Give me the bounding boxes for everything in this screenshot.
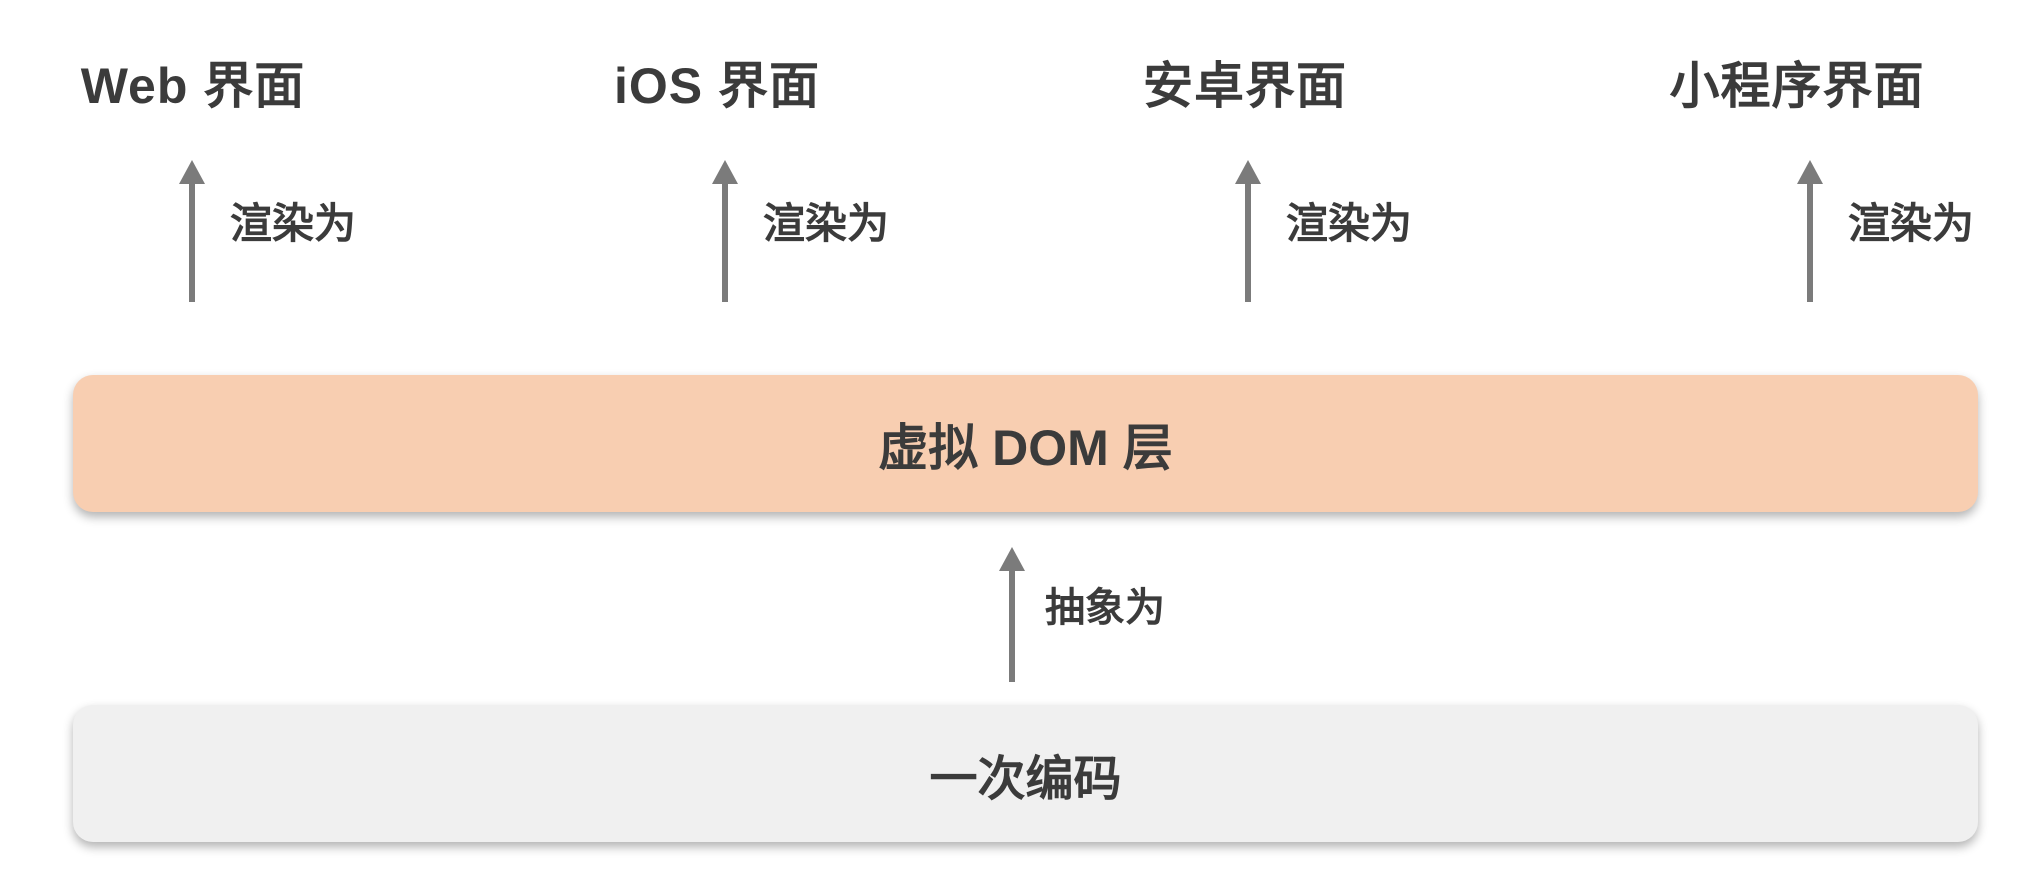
render-arrow-label: 渲染为 (1848, 200, 1975, 247)
arrow-head-icon (1797, 160, 1823, 184)
up-arrow-icon (178, 160, 206, 302)
up-arrow-icon (1234, 160, 1262, 302)
codebase-box: 一次编码 (73, 705, 1978, 842)
up-arrow-icon (998, 547, 1026, 682)
platform-label-miniprogram: 小程序界面 (1669, 58, 1925, 114)
arrow-shaft (722, 184, 728, 302)
platform-label-ios: iOS 界面 (613, 58, 821, 114)
render-arrow-label: 渲染为 (1286, 200, 1413, 247)
arrow-shaft (189, 184, 195, 302)
platform-label-web: Web 界面 (80, 58, 306, 114)
vdom-layer-label: 虚拟 DOM 层 (878, 419, 1173, 476)
arrow-head-icon (179, 160, 205, 184)
arrow-head-icon (999, 547, 1025, 571)
arrow-head-icon (712, 160, 738, 184)
up-arrow-icon (1796, 160, 1824, 302)
arrow-shaft (1009, 571, 1015, 682)
arrow-head-icon (1235, 160, 1261, 184)
vdom-layer-box: 虚拟 DOM 层 (73, 375, 1978, 512)
abstract-arrow-label: 抽象为 (1045, 586, 1165, 630)
arrow-shaft (1245, 184, 1251, 302)
up-arrow-icon (711, 160, 739, 302)
render-arrow-label: 渲染为 (230, 200, 357, 247)
arrow-shaft (1807, 184, 1813, 302)
render-arrow-label: 渲染为 (763, 200, 890, 247)
platform-label-android: 安卓界面 (1143, 58, 1347, 114)
codebase-label: 一次编码 (929, 752, 1122, 806)
